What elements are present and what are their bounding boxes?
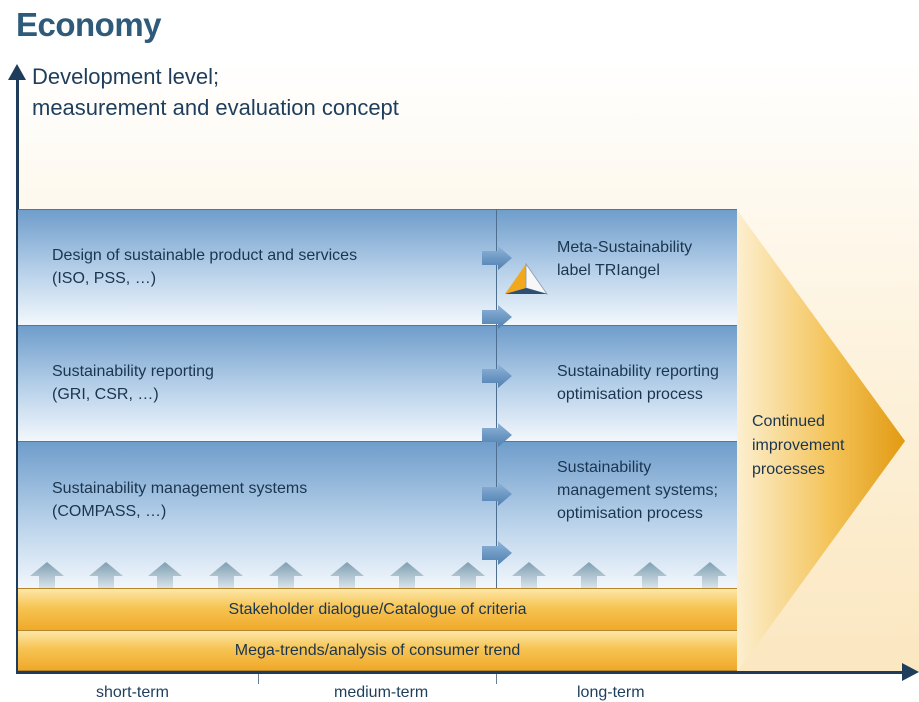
- outcome-text: Continued improvement processes: [752, 410, 844, 482]
- arrow-up-icon: [89, 562, 123, 588]
- page-title: Economy: [16, 6, 162, 43]
- arrow-up-icon: [330, 562, 364, 588]
- arrow-up-icon: [209, 562, 243, 588]
- arrow-up-icon: [269, 562, 303, 588]
- chevron-right-icon: [737, 210, 905, 672]
- arrow-up-icon: [633, 562, 667, 588]
- row-management-left: Sustainability management systems (COMPA…: [52, 477, 307, 523]
- row-title: Design of sustainable product and servic…: [52, 247, 358, 264]
- arrow-right-icon: [482, 364, 512, 388]
- y-axis-label-line1: Development level;: [32, 64, 220, 89]
- row-outcome-line: Meta-Sustainability: [557, 239, 693, 256]
- row-design-right: Meta-Sustainability label TRIangel: [557, 236, 692, 282]
- x-label-short-term: short-term: [96, 684, 169, 701]
- row-outcome-line: optimisation process: [557, 386, 703, 403]
- arrow-right-icon: [482, 482, 512, 506]
- band-management: [18, 441, 737, 589]
- megatrends-label: Mega-trends/analysis of consumer trend: [234, 641, 521, 659]
- stakeholder-label: Stakeholder dialogue/Catalogue of criter…: [228, 600, 527, 618]
- arrow-up-icon: [30, 562, 64, 588]
- arrow-up-icon: [572, 562, 606, 588]
- stakeholder-strip: Stakeholder dialogue/Catalogue of criter…: [18, 588, 737, 630]
- row-examples: (GRI, CSR, …): [52, 386, 159, 403]
- row-outcome-line: Sustainability reporting: [557, 363, 719, 380]
- x-axis-tick: [258, 674, 259, 684]
- x-label-long-term: long-term: [577, 684, 645, 701]
- arrow-up-icon: [390, 562, 424, 588]
- row-management-right: Sustainability management systems; optim…: [557, 456, 718, 525]
- arrow-up-icon: [512, 562, 546, 588]
- x-axis-tick: [496, 674, 497, 684]
- triangel-logo-icon: [505, 262, 548, 295]
- row-design-left: Design of sustainable product and servic…: [52, 244, 357, 290]
- x-axis: [16, 671, 906, 674]
- time-divider: [496, 209, 497, 589]
- y-axis-label-line2: measurement and evaluation concept: [32, 95, 399, 120]
- x-label-medium-term: medium-term: [334, 684, 429, 701]
- arrow-up-icon: [693, 562, 727, 588]
- outcome-line: improvement: [752, 437, 845, 454]
- arrow-up-icon: [451, 562, 485, 588]
- x-axis-arrow-icon: [902, 663, 919, 681]
- arrow-right-icon: [482, 246, 512, 270]
- row-reporting-left: Sustainability reporting (GRI, CSR, …): [52, 360, 214, 406]
- arrow-right-icon: [482, 305, 512, 329]
- row-examples: (ISO, PSS, …): [52, 270, 157, 287]
- arrow-right-icon: [482, 423, 512, 447]
- row-title: Sustainability management systems: [52, 480, 308, 497]
- row-outcome-line: optimisation process: [557, 505, 703, 522]
- row-examples: (COMPASS, …): [52, 503, 167, 520]
- row-reporting-right: Sustainability reporting optimisation pr…: [557, 360, 719, 406]
- row-title: Sustainability reporting: [52, 363, 214, 380]
- row-outcome-line: label TRIangel: [557, 262, 660, 279]
- y-axis: [16, 78, 19, 672]
- arrow-right-icon: [482, 541, 512, 565]
- arrow-up-icon: [148, 562, 182, 588]
- megatrends-strip: Mega-trends/analysis of consumer trend: [18, 630, 737, 671]
- band-reporting: [18, 325, 737, 441]
- outcome-line: Continued: [752, 413, 825, 430]
- band-design: [18, 209, 737, 325]
- row-outcome-line: Sustainability: [557, 459, 652, 476]
- y-axis-arrow-icon: [8, 64, 26, 80]
- row-outcome-line: management systems;: [557, 482, 718, 499]
- outcome-line: processes: [752, 461, 825, 478]
